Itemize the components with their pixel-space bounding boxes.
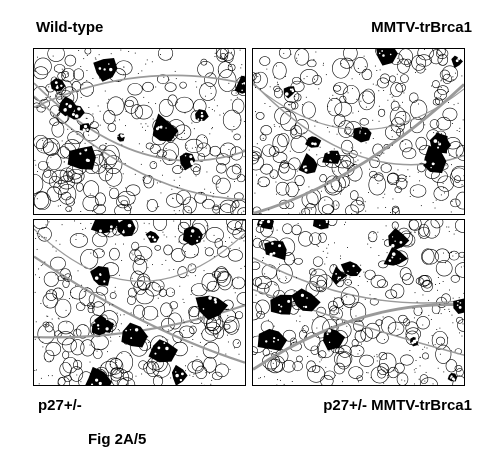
micrograph-p27-het-image <box>34 220 245 385</box>
label-mmtv-trbrca1: MMTV-trBrca1 <box>371 19 472 36</box>
label-p27-het-mmtv-trbrca1: p27+/- MMTV-trBrca1 <box>323 397 472 414</box>
micrograph-p27-het <box>33 219 246 386</box>
label-wild-type: Wild-type <box>36 19 104 36</box>
micrograph-p27-het-mmtv-trbrca1 <box>252 219 465 386</box>
figure-caption: Fig 2A/5 <box>88 431 147 448</box>
micrograph-mmtv-trbrca1-image <box>253 49 464 214</box>
micrograph-wild-type-image <box>34 49 245 214</box>
micrograph-wild-type <box>33 48 246 215</box>
micrograph-p27-het-mmtv-trbrca1-image <box>253 220 464 385</box>
label-p27-het: p27+/- <box>38 397 82 414</box>
micrograph-mmtv-trbrca1 <box>252 48 465 215</box>
